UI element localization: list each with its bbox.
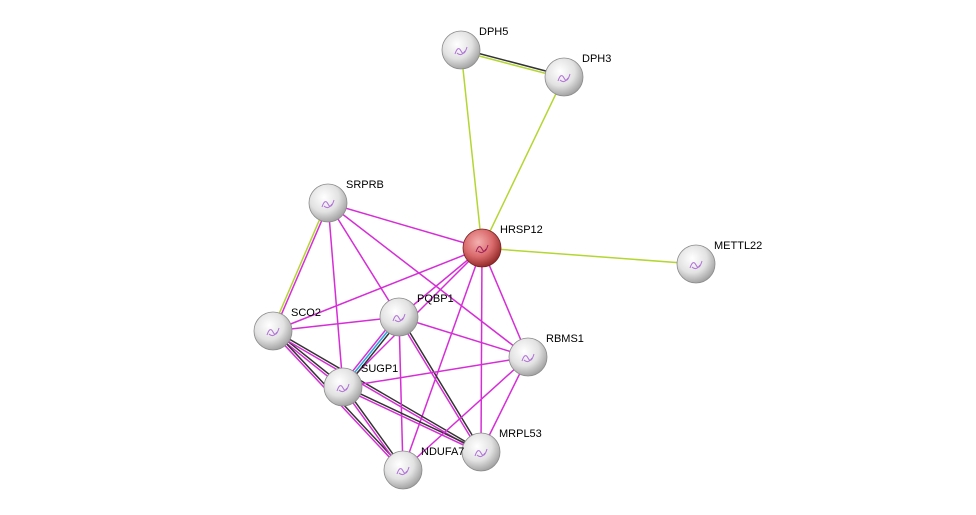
- edge-HRSP12-DPH5-textmining[interactable]: [460, 49, 483, 249]
- edge-HRSP12-NDUFA7-experiments[interactable]: [402, 247, 483, 471]
- node-label: SUGP1: [361, 363, 398, 375]
- protein-structure-icon: [557, 73, 571, 83]
- node-DPH5[interactable]: DPH5: [441, 26, 508, 70]
- edge-SRPRB-SCO2-textmining[interactable]: [271, 202, 328, 331]
- edge-SRPRB-HRSP12-experiments[interactable]: [327, 202, 483, 249]
- node-HRSP12[interactable]: HRSP12: [462, 224, 543, 268]
- node-label: SRPRB: [346, 179, 384, 191]
- protein-structure-icon: [392, 313, 406, 323]
- node-label: RBMS1: [546, 333, 584, 345]
- edge-SRPRB-SUGP1-experiments[interactable]: [327, 202, 344, 388]
- edge-PQBP1-MRPL53-experiments[interactable]: [397, 317, 481, 454]
- protein-structure-icon: [689, 260, 703, 270]
- edge-SRPRB-RBMS1-experiments[interactable]: [327, 202, 529, 358]
- edge-SCO2-PQBP1-experiments[interactable]: [272, 316, 400, 332]
- protein-structure-icon: [454, 46, 468, 56]
- node-MRPL53[interactable]: MRPL53: [461, 428, 542, 472]
- node-label: HRSP12: [500, 224, 543, 236]
- edge-SUGP1-MRPL53-coexpression[interactable]: [343, 385, 482, 452]
- protein-structure-icon: [475, 244, 489, 254]
- node-label: NDUFA7: [421, 446, 464, 458]
- edge-SUGP1-MRPL53-experiments[interactable]: [342, 387, 481, 454]
- edge-RBMS1-NDUFA7-experiments[interactable]: [402, 356, 529, 471]
- protein-structure-icon: [321, 199, 335, 209]
- node-label: DPH3: [582, 53, 611, 65]
- node-SRPRB[interactable]: SRPRB: [308, 179, 384, 223]
- node-SCO2[interactable]: SCO2: [253, 307, 321, 351]
- node-RBMS1[interactable]: RBMS1: [508, 333, 584, 377]
- protein-structure-icon: [474, 448, 488, 458]
- node-label: PQBP1: [417, 293, 454, 305]
- edge-SUGP1-RBMS1-experiments[interactable]: [342, 356, 529, 388]
- edge-PQBP1-NDUFA7-experiments[interactable]: [398, 316, 404, 471]
- edge-HRSP12-METTL22-textmining[interactable]: [481, 247, 697, 265]
- node-label: MRPL53: [499, 428, 542, 440]
- node-NDUFA7[interactable]: NDUFA7: [383, 446, 464, 490]
- edge-SRPRB-PQBP1-experiments[interactable]: [327, 202, 400, 318]
- node-DPH3[interactable]: DPH3: [544, 53, 611, 97]
- node-label: METTL22: [714, 240, 762, 252]
- protein-structure-icon: [266, 327, 280, 337]
- edge-HRSP12-DPH3-textmining[interactable]: [481, 76, 565, 249]
- node-METTL22[interactable]: METTL22: [676, 240, 762, 284]
- node-PQBP1[interactable]: PQBP1: [379, 293, 454, 337]
- protein-structure-icon: [336, 383, 350, 393]
- edge-PQBP1-RBMS1-experiments[interactable]: [398, 316, 529, 358]
- edge-HRSP12-RBMS1-experiments[interactable]: [481, 247, 529, 358]
- edge-HRSP12-MRPL53-experiments[interactable]: [480, 247, 483, 453]
- node-label: DPH5: [479, 26, 508, 38]
- edge-HRSP12-SCO2-experiments[interactable]: [272, 247, 483, 332]
- protein-structure-icon: [521, 353, 535, 363]
- edge-SCO2-MRPL53-experiments[interactable]: [272, 331, 481, 454]
- edge-SRPRB-SCO2-experiments[interactable]: [273, 203, 330, 332]
- node-SUGP1[interactable]: SUGP1: [323, 363, 398, 407]
- edge-PQBP1-MRPL53-coexpression[interactable]: [399, 315, 483, 452]
- protein-structure-icon: [396, 466, 410, 476]
- node-label: SCO2: [291, 307, 321, 319]
